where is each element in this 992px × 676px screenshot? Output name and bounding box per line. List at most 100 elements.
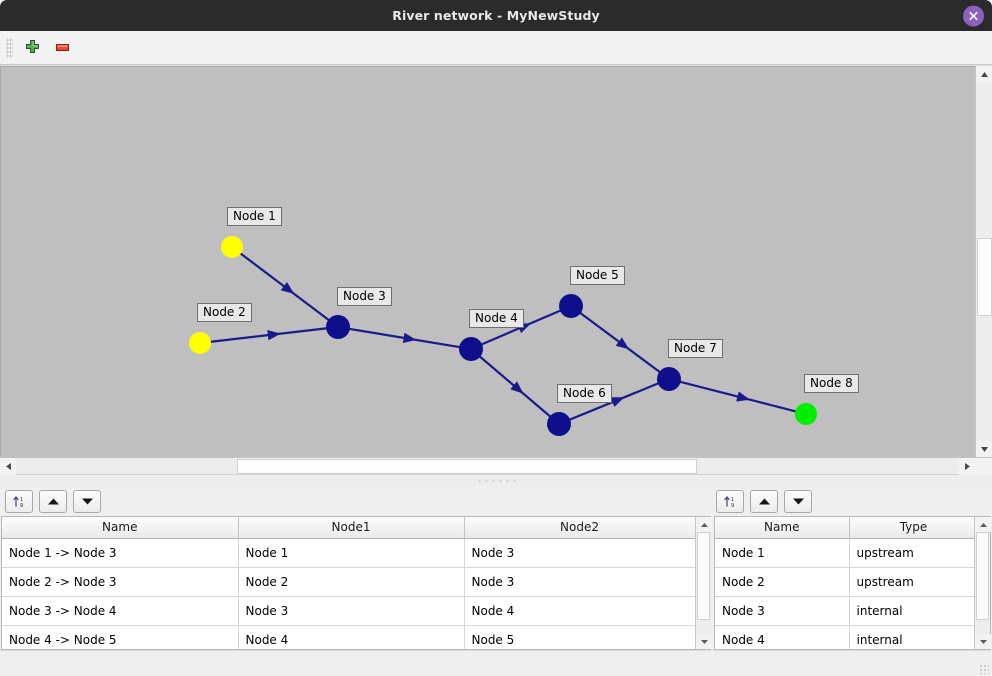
splitter-grip-icon	[476, 479, 516, 482]
window-resize-grip[interactable]	[979, 664, 989, 674]
graph-node-label[interactable]: Node 8	[804, 374, 859, 393]
graph-node-label[interactable]: Node 4	[469, 309, 524, 328]
graph-edge-arrowhead	[610, 397, 625, 407]
pane-splitter[interactable]	[0, 474, 992, 486]
graph-horizontal-scroll-thumb[interactable]	[237, 459, 697, 474]
table-cell[interactable]: Node 3 -> Node 4	[2, 596, 239, 626]
graph-edge-arrowhead	[280, 282, 295, 294]
arrow-up-icon	[758, 498, 770, 504]
graph-node[interactable]	[459, 337, 483, 361]
branches-move-down-button[interactable]	[73, 489, 101, 513]
graph-node-label[interactable]: Node 1	[227, 207, 282, 226]
nodes-scroll-up-button[interactable]	[975, 517, 991, 532]
column-header[interactable]: Name	[2, 517, 239, 539]
table-cell[interactable]: upstream	[849, 538, 974, 568]
table-cell[interactable]: Node 4	[238, 625, 465, 649]
scroll-down-arrow-icon	[979, 639, 987, 644]
table-cell[interactable]: Node 1	[715, 538, 850, 568]
graph-node[interactable]	[189, 332, 211, 354]
graph-scroll-left-button[interactable]	[0, 458, 16, 475]
table-cell[interactable]: Node 1 -> Node 3	[2, 538, 239, 568]
arrow-down-icon	[792, 498, 804, 504]
branches-move-up-button[interactable]	[39, 489, 67, 513]
table-cell[interactable]: upstream	[849, 567, 974, 597]
graph-node-label[interactable]: Node 7	[668, 339, 723, 358]
graph-vertical-scroll-thumb[interactable]	[977, 238, 992, 316]
nodes-vertical-scroll-thumb[interactable]	[976, 532, 989, 620]
svg-text:9: 9	[20, 503, 23, 509]
graph-node[interactable]	[326, 315, 350, 339]
column-header[interactable]: Name	[715, 517, 850, 539]
graph-node-label[interactable]: Node 5	[570, 266, 625, 285]
column-header[interactable]: Node1	[238, 517, 465, 539]
arrow-down-icon	[81, 498, 93, 504]
scrollbar-corner	[975, 458, 992, 475]
table-cell[interactable]: Node 4	[715, 625, 850, 649]
graph-node[interactable]	[559, 294, 583, 318]
graph-node[interactable]	[547, 412, 571, 436]
table-cell[interactable]: Node 3	[464, 538, 695, 568]
nodes-sort-button[interactable]: 1 9	[716, 489, 744, 513]
river-network-canvas[interactable]: Node 1 Node 2 Node 3 Node 4 Node 5 Node 6 Node…	[0, 66, 975, 457]
branches-scroll-down-button[interactable]	[696, 634, 712, 649]
branches-sort-button[interactable]: 1 9	[5, 489, 33, 513]
table-cell[interactable]: Node 3	[464, 567, 695, 597]
graph-pane: Node 1 Node 2 Node 3 Node 4 Node 5 Node 6 Node…	[0, 65, 992, 457]
table-cell[interactable]: Node 3	[715, 596, 850, 626]
toolbar-drag-handle[interactable]	[6, 37, 13, 58]
nodes-toolbar: 1 9	[711, 486, 992, 516]
graph-node[interactable]	[221, 236, 243, 258]
graph-node[interactable]	[657, 367, 681, 391]
nodes-scroll-down-button[interactable]	[975, 634, 991, 649]
graph-node-label[interactable]: Node 3	[337, 287, 392, 306]
graph-edge-arrowhead	[267, 330, 281, 341]
nodes-vertical-scrollbar[interactable]	[974, 517, 991, 649]
window-title: River network - MyNewStudy	[392, 8, 600, 23]
table-cell[interactable]: Node 4 -> Node 5	[2, 625, 239, 649]
nodes-layer	[189, 236, 817, 436]
add-node-button[interactable]	[17, 34, 47, 62]
table-cell[interactable]: Node 4	[464, 596, 695, 626]
nodes-move-up-button[interactable]	[750, 489, 778, 513]
main-toolbar	[0, 31, 992, 65]
graph-scroll-right-button[interactable]	[959, 458, 975, 475]
branches-scroll-up-button[interactable]	[696, 517, 712, 532]
graph-horizontal-scrollbar[interactable]	[0, 457, 992, 475]
table-cell[interactable]: Node 5	[464, 625, 695, 649]
graph-node[interactable]	[795, 403, 817, 425]
table-cell[interactable]: Node 2	[715, 567, 850, 597]
graph-edge-arrowhead	[510, 381, 524, 394]
table-cell[interactable]: internal	[849, 625, 974, 649]
graph-scroll-down-button[interactable]	[976, 441, 992, 457]
table-cell[interactable]: Node 2	[238, 567, 465, 597]
table-cell[interactable]: internal	[849, 596, 974, 626]
column-header[interactable]: Type	[849, 517, 974, 539]
graph-node-label[interactable]: Node 6	[557, 384, 612, 403]
remove-node-button[interactable]	[47, 34, 77, 62]
svg-text:1: 1	[20, 497, 23, 503]
nodes-move-down-button[interactable]	[784, 489, 812, 513]
branches-vertical-scroll-thumb[interactable]	[697, 532, 710, 620]
table-cell[interactable]: Node 1	[238, 538, 465, 568]
graph-vertical-scrollbar[interactable]	[975, 66, 992, 457]
graph-scroll-up-button[interactable]	[976, 66, 992, 82]
branches-vertical-scrollbar[interactable]	[695, 517, 712, 649]
graph-node-label[interactable]: Node 2	[197, 303, 252, 322]
close-button[interactable]	[963, 5, 984, 26]
table-cell[interactable]: Node 3	[238, 596, 465, 626]
column-header[interactable]: Node2	[464, 517, 695, 539]
table-cell[interactable]: Node 2 -> Node 3	[2, 567, 239, 597]
